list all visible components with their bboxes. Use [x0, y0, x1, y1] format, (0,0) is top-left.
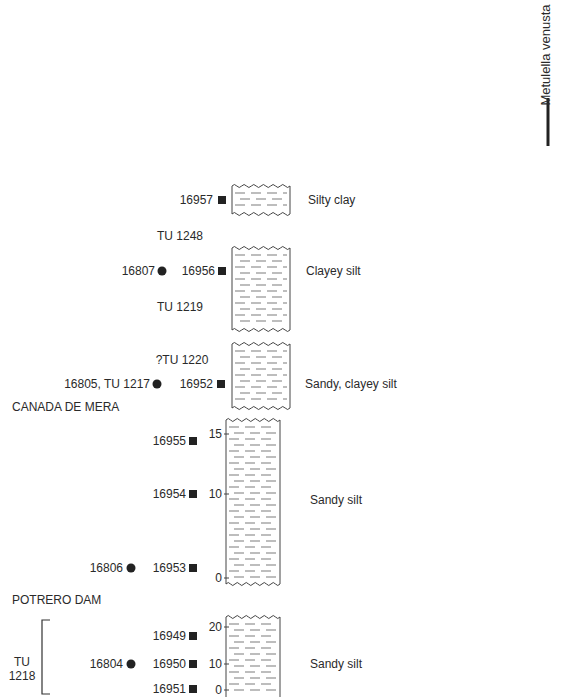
column-label: CANADA DE MERA [12, 400, 119, 414]
column-label: TU 1218 [5, 655, 39, 683]
column-label: 16953 [153, 561, 186, 575]
column-label: 16805, TU 1217 [64, 377, 150, 391]
lithology-column [226, 419, 280, 586]
column-label: Sandy silt [310, 493, 362, 507]
column-label: 16807 [122, 264, 155, 278]
column-label: TU 1219 [157, 300, 203, 314]
column-label: 16804 [90, 657, 123, 671]
sample-circles [127, 267, 167, 669]
lithology-column [232, 343, 290, 410]
column-label: 16955 [153, 434, 186, 448]
column-label: 20 [209, 620, 222, 634]
column-label: 16952 [180, 377, 213, 391]
column-label: 16951 [153, 682, 186, 696]
column-label: 16950 [153, 657, 186, 671]
column-label: 16954 [153, 487, 186, 501]
taxon-name: Metulella venusta [539, 4, 553, 105]
column-label: 16957 [180, 193, 213, 207]
lithology-column [232, 247, 290, 332]
column-label: 15 [209, 427, 222, 441]
lithology-column [226, 616, 280, 697]
column-label: 16949 [153, 629, 186, 643]
column-label: TU 1248 [157, 229, 203, 243]
column-label: POTRERO DAM [12, 593, 101, 607]
column-label: 10 [209, 487, 222, 501]
column-label: Silty clay [308, 193, 355, 207]
column-label: 0 [215, 571, 222, 585]
bracket [42, 620, 50, 694]
column-label: 0 [215, 683, 222, 697]
range-bar [547, 98, 550, 146]
column-label: 10 [209, 657, 222, 671]
column-label: Clayey silt [306, 264, 361, 278]
column-label: 16956 [182, 264, 215, 278]
column-label: Sandy silt [310, 657, 362, 671]
lithology-column [232, 185, 290, 216]
column-label: 16806 [90, 561, 123, 575]
column-label: ?TU 1220 [156, 353, 209, 367]
column-label: Sandy, clayey silt [305, 377, 397, 391]
